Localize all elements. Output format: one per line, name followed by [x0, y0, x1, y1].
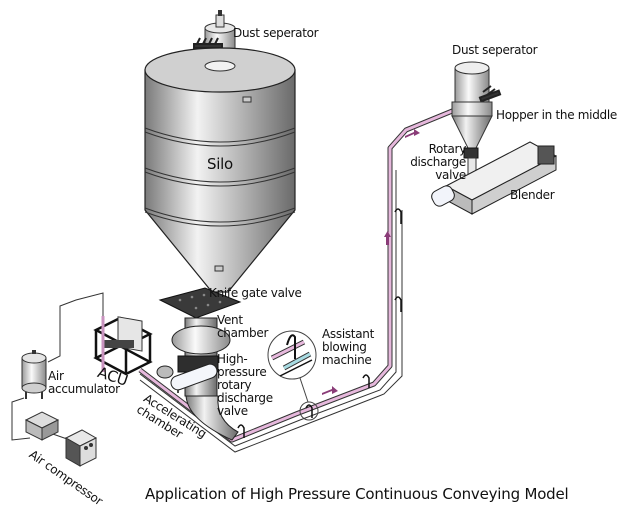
label-hopper-in-the-middle: Hopper in the middle [496, 108, 617, 122]
label-assistant-blowing-machine: Assistant blowing machine [322, 327, 374, 367]
conveying-pipeline [138, 104, 463, 453]
return-pipe-inner [139, 210, 403, 453]
silo-rings [144, 127, 296, 227]
label-air-accumulator: Air accumulator [48, 369, 120, 396]
diagram-caption: Application of High Pressure Continuous … [145, 485, 569, 503]
label-high-pressure-rotary-valve: High- pressure rotary discharge valve [217, 352, 273, 418]
air-compressor [24, 411, 98, 467]
label-dust-separator-silo: Dust seperator [233, 26, 319, 40]
vent-chamber [171, 325, 231, 355]
rotary-discharge-valve [463, 147, 479, 159]
silo [144, 10, 296, 441]
valve-bolts [178, 293, 222, 310]
label-knife-gate-valve: Knife gate valve [209, 286, 302, 300]
assistant-blowing-callout [267, 330, 319, 421]
label-rotary-discharge-valve: Rotary discharge valve [410, 142, 466, 182]
label-vent-chamber: Vent chamber [217, 313, 269, 340]
air-accumulator [21, 350, 47, 399]
silo-body [144, 69, 296, 293]
label-silo: Silo [207, 155, 233, 173]
flow-arrows [322, 129, 420, 395]
knife-gate-valve [158, 287, 242, 319]
label-blender: Blender [510, 188, 555, 202]
discharge-elbow [185, 395, 239, 441]
main-conveying-pipe-fill [139, 105, 463, 442]
receiving-station [431, 61, 558, 215]
acu-unit [93, 316, 153, 376]
label-dust-separator-hopper: Dust seperator [452, 43, 538, 57]
rotary-valve-motor [170, 363, 218, 391]
